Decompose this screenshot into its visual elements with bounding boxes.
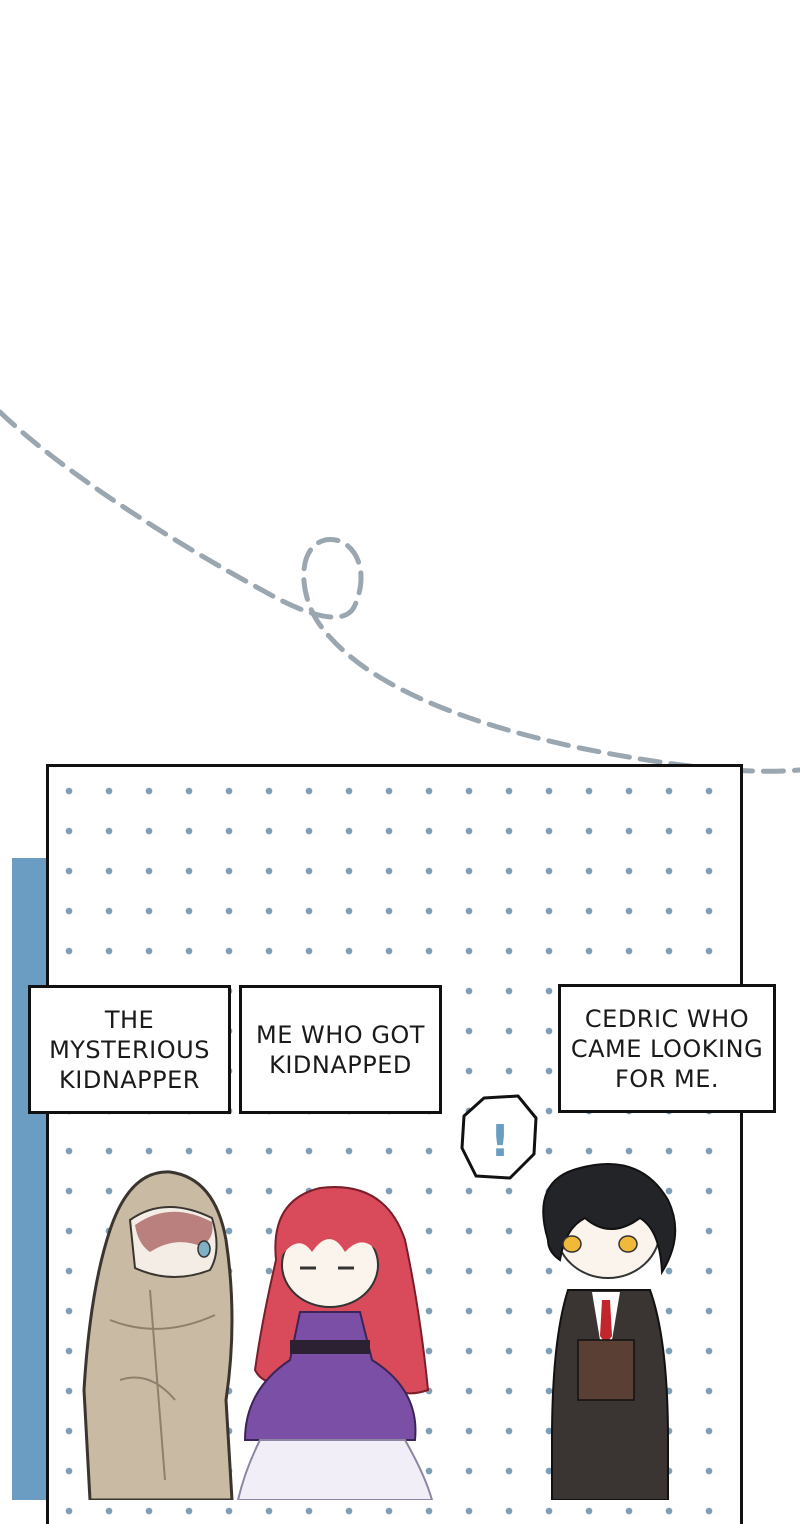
red-haired-girl bbox=[236, 1186, 434, 1500]
exclamation-mark: ! bbox=[490, 1116, 510, 1167]
caption-me-who-got-kidnapped: ME WHO GOT KIDNAPPED bbox=[239, 985, 442, 1114]
girl-bangs bbox=[280, 1198, 383, 1258]
cedric-eye-right bbox=[618, 1235, 638, 1253]
caption-text: CEDRIC WHO CAME LOOKING FOR ME. bbox=[570, 1004, 764, 1093]
hooded-kidnapper bbox=[82, 1170, 234, 1500]
exclamation-bubble-outline bbox=[460, 1094, 538, 1180]
cedric-eye-left bbox=[562, 1235, 582, 1253]
dashed-swirl-line bbox=[0, 409, 800, 774]
cedric bbox=[542, 1163, 677, 1500]
caption-text: THE MYSTERIOUS KIDNAPPER bbox=[49, 1005, 210, 1094]
characters-illustration bbox=[82, 1163, 677, 1500]
caption-cedric: CEDRIC WHO CAME LOOKING FOR ME. bbox=[558, 984, 776, 1113]
kidnapper-eye bbox=[197, 1240, 211, 1258]
girl-sash bbox=[290, 1340, 370, 1354]
girl-skirt bbox=[236, 1439, 434, 1500]
cedric-tie bbox=[600, 1300, 612, 1344]
caption-mysterious-kidnapper: THE MYSTERIOUS KIDNAPPER bbox=[28, 985, 231, 1114]
exclamation-bubble: ! bbox=[460, 1094, 538, 1180]
caption-text: ME WHO GOT KIDNAPPED bbox=[256, 1020, 425, 1079]
kidnapper-hair bbox=[135, 1211, 213, 1252]
girl-dress bbox=[243, 1311, 417, 1441]
side-color-strip bbox=[12, 858, 46, 1500]
cloak-fold bbox=[109, 1289, 216, 1481]
dashed-swirl-path bbox=[0, 409, 800, 774]
cedric-vest bbox=[577, 1339, 635, 1401]
